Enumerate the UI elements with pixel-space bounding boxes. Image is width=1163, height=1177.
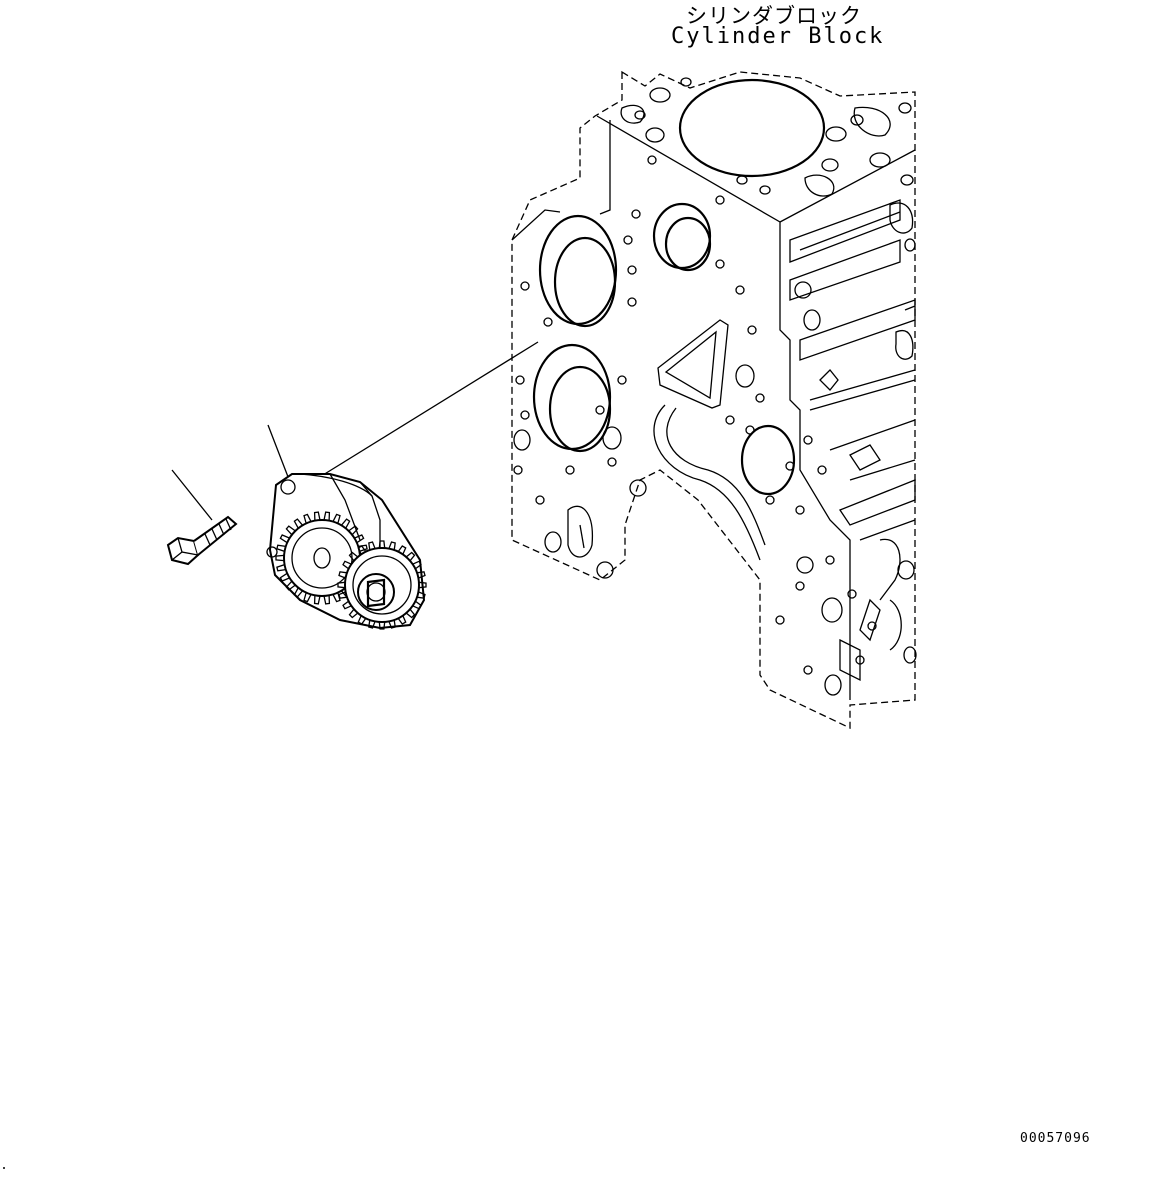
bolt <box>166 515 238 566</box>
gear-tooth <box>412 560 422 570</box>
gear-tooth <box>378 621 386 630</box>
gear-tooth <box>332 513 341 524</box>
gear-tooth <box>342 560 352 570</box>
drive-gear <box>337 540 427 630</box>
gear-tooth <box>348 608 359 619</box>
gear-tooth <box>348 525 359 536</box>
gear-tooth <box>418 581 427 589</box>
gear-tooth <box>303 513 312 524</box>
gear-tooth <box>285 580 296 591</box>
corner-mark <box>3 1167 5 1169</box>
leader-lines <box>171 341 539 521</box>
gear-tooth <box>285 525 296 536</box>
gear-tooth <box>276 563 286 572</box>
gear-tooth <box>405 551 416 562</box>
gear-tooth <box>416 591 426 599</box>
gear-tooth <box>313 511 321 521</box>
gear-tooth <box>388 541 396 551</box>
gear-tooth <box>313 595 321 605</box>
gear-tooth <box>397 615 407 625</box>
gear-tooth <box>338 571 348 579</box>
gear-tooth <box>279 572 290 582</box>
gear-tooth <box>323 595 331 605</box>
gear-tooth <box>412 600 422 610</box>
gear-tooth <box>348 551 359 562</box>
gear-tooth <box>357 545 367 555</box>
bolt-leader-line <box>171 469 213 521</box>
gear-tooth <box>405 608 416 619</box>
gear-tooth <box>388 619 396 629</box>
gear-tooth <box>378 540 386 549</box>
cylinder-block <box>511 70 917 730</box>
gear-tooth <box>293 587 304 598</box>
gear-tooth <box>368 541 376 551</box>
gear-tooth <box>275 554 285 562</box>
figure-id: 00057096 <box>1020 1131 1091 1146</box>
gear-tooth <box>354 534 365 544</box>
gear-tooth <box>368 619 376 629</box>
gear-tooth <box>337 581 346 589</box>
gear-tooth <box>357 615 367 625</box>
gear-tooth <box>397 545 407 555</box>
mounting-reference-line <box>301 341 539 489</box>
gear-tooth <box>276 544 286 553</box>
cylinder-block-label-en: Cylinder Block <box>671 24 885 49</box>
gear-tooth <box>323 511 331 521</box>
cylinder-block-label-jp: シリンダブロック <box>686 4 862 28</box>
oil-pump <box>266 473 427 630</box>
gear-tooth <box>293 518 304 529</box>
gear-tooth <box>342 600 352 610</box>
gear-tooth <box>340 518 351 529</box>
gear-tooth <box>303 592 312 603</box>
gear-tooth <box>279 534 290 544</box>
gear-tooth <box>416 571 426 579</box>
pump-leader-line <box>267 424 291 483</box>
gear-tooth <box>338 591 348 599</box>
